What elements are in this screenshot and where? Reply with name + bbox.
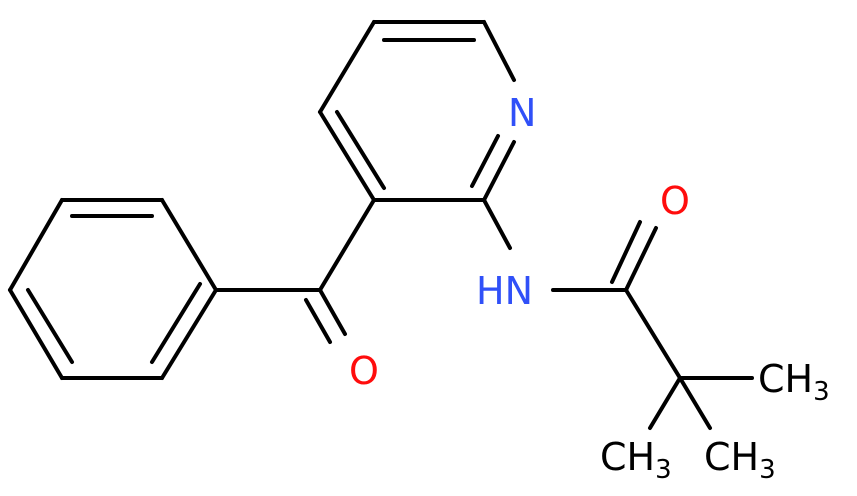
methyl-bottom-right-sub: 3 (759, 455, 776, 485)
bond-amide-c-o-1 (624, 226, 658, 292)
bond-c3-c2 (318, 110, 376, 202)
bond-c1-n-inner (470, 134, 500, 188)
bond-ketone-c-o-1 (318, 288, 347, 336)
bond-ph-3 (8, 288, 64, 380)
methyl-bottom-left-sub: 3 (655, 455, 672, 485)
amide-o-label: O (660, 179, 690, 223)
methyl-right-label: CH3 (758, 357, 830, 407)
amide-nh-label: HN (476, 269, 533, 313)
bond-ph-4 (8, 198, 64, 292)
methyl-right-main: CH (758, 357, 813, 401)
bond-ph-1-inner (150, 282, 202, 364)
bond-ph-3-inner (26, 288, 74, 364)
methyl-bottom-right-label: CH3 (704, 435, 776, 485)
bond-amide-c-o-2 (610, 220, 642, 284)
bond-c1-nh (482, 198, 512, 250)
methyl-bottom-left-label: CH3 (600, 435, 672, 485)
bond-ph-1 (160, 288, 218, 380)
methyl-bottom-right-main: CH (704, 435, 759, 479)
pyridine-ring (318, 20, 516, 202)
bond-c1-n (482, 140, 516, 202)
bond-ketone-c-o-2 (304, 298, 332, 344)
bond-c3-c2-inner (335, 110, 386, 190)
pyridine-n-label: N (508, 91, 536, 135)
methyl-right-sub: 3 (813, 377, 830, 407)
bond-tbu-me-left (648, 376, 682, 430)
bond-c4-c3 (318, 20, 376, 114)
methyl-bottom-left-main: CH (600, 435, 655, 479)
bond-c5-n (482, 20, 516, 82)
bond-carbonyl-tbu (624, 288, 682, 380)
ketone-group (214, 198, 376, 344)
phenyl-ring (8, 198, 218, 380)
bond-tbu-me-bottom (678, 376, 712, 430)
ketone-o-label: O (349, 349, 379, 393)
bond-ph-6 (160, 198, 218, 292)
bond-ring-carbonyl (318, 198, 376, 292)
amide-group (482, 198, 754, 430)
